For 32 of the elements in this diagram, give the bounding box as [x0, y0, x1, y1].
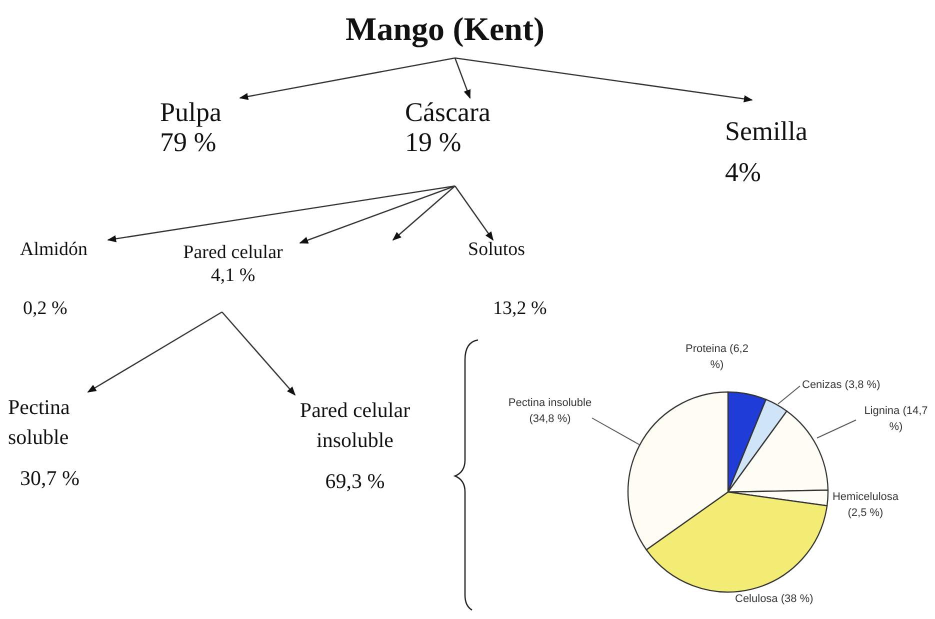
percentage-value: 0,2 % [23, 299, 68, 320]
arrow [454, 57, 753, 102]
arrow [239, 57, 456, 100]
percentage-value: 69,3 % [325, 470, 385, 493]
category-label: Solutos [468, 240, 526, 261]
percentage-value: 4,1 % [210, 266, 256, 287]
title-text: Mango (Kent) [346, 12, 544, 48]
category-label: Semilla [725, 115, 808, 148]
category-label: Pectina soluble [8, 394, 71, 452]
arrow [454, 186, 494, 241]
percentage-value: 19 % [405, 128, 462, 158]
arrow [87, 311, 222, 393]
category-label: Pulpa [160, 98, 222, 128]
slice-label: Proteina (6,2 %) [684, 342, 750, 373]
slice-label: Celulosa (38 %) [735, 592, 814, 607]
percentage-value: 4% [725, 156, 761, 188]
percentage-value: 13,2 % [493, 299, 547, 320]
slice-label: Pectina insoluble (34,8 %) [507, 396, 593, 427]
category-label: Almidón [20, 240, 88, 261]
slice-label: Hemicelulosa (2,5 %) [831, 490, 900, 521]
category-label: Pared celular insoluble [298, 397, 412, 454]
arrow [392, 186, 456, 241]
percentage-value: 30,7 % [20, 466, 80, 490]
slice-label: Cenizas (3,8 %) [802, 378, 882, 393]
category-label: Pared celular [183, 243, 283, 264]
arrow [107, 185, 456, 242]
slice-label: Lignina (14,7 %) [863, 404, 929, 435]
category-label: Cáscara [405, 98, 490, 128]
arrow [299, 185, 456, 244]
percentage-value: 79 % [160, 128, 216, 158]
arrow [222, 312, 296, 396]
arrow [454, 58, 471, 99]
